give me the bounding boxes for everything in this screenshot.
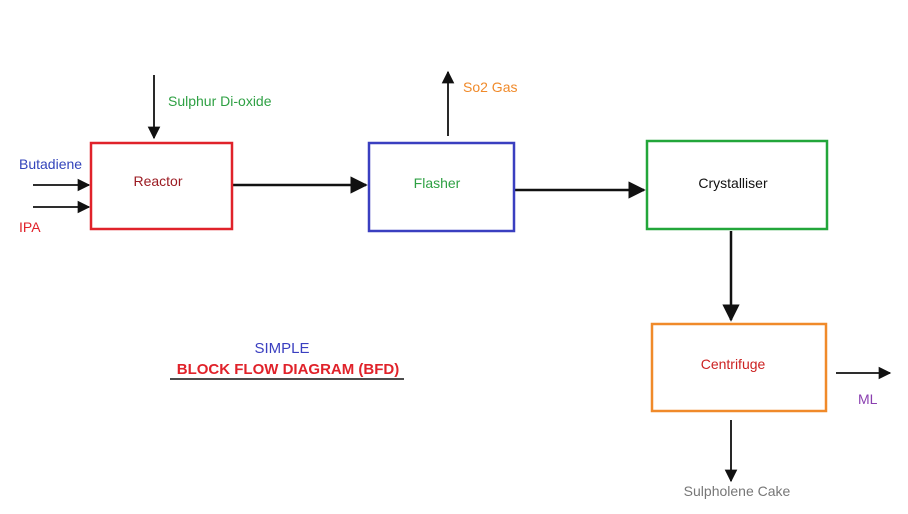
diagram-title-line1: SIMPLE bbox=[254, 340, 309, 357]
flasher-block bbox=[367, 141, 516, 233]
reactor-block bbox=[89, 141, 234, 231]
sulphur-dioxide-label: Sulphur Di-oxide bbox=[168, 93, 272, 109]
flasher-label: Flasher bbox=[414, 175, 461, 191]
so2-gas-label: So2 Gas bbox=[463, 79, 517, 95]
diagram-title-line2: BLOCK FLOW DIAGRAM (BFD) bbox=[177, 361, 399, 378]
centrifuge-label: Centrifuge bbox=[701, 356, 766, 372]
sulpholene-cake-label: Sulpholene Cake bbox=[684, 483, 791, 499]
reactor-label: Reactor bbox=[133, 173, 182, 189]
butadiene-label: Butadiene bbox=[19, 156, 82, 172]
centrifuge-block bbox=[650, 322, 828, 413]
ipa-label: IPA bbox=[19, 219, 41, 235]
crystalliser-label: Crystalliser bbox=[698, 175, 768, 191]
ml-label: ML bbox=[858, 391, 878, 407]
crystalliser-block bbox=[645, 139, 829, 231]
